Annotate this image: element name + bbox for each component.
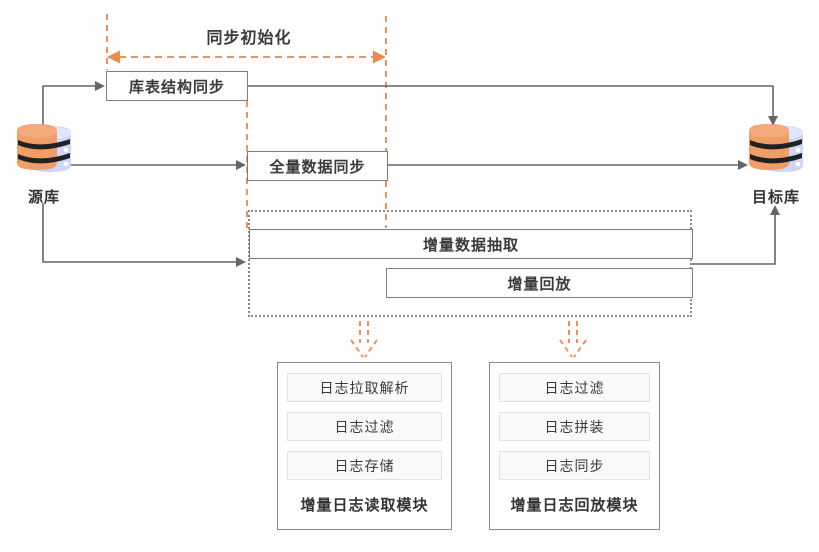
database-icon bbox=[17, 124, 71, 172]
arrowhead-into-target-bottom-icon bbox=[770, 205, 780, 215]
wire-schema-to-target bbox=[247, 85, 774, 117]
replayer-step-filter: 日志过滤 bbox=[499, 373, 650, 402]
replayer-step-assemble: 日志拼装 bbox=[499, 412, 650, 441]
incremental-extract-box: 增量数据抽取 bbox=[249, 229, 693, 259]
phase-span-right-arrowhead-icon bbox=[373, 50, 386, 64]
reader-step-filter: 日志过滤 bbox=[287, 412, 442, 441]
database-icon bbox=[749, 124, 803, 172]
schema-sync-box: 库表结构同步 bbox=[106, 71, 248, 101]
log-reader-module-label: 增量日志读取模块 bbox=[300, 497, 429, 514]
wire-replay-to-target bbox=[692, 214, 776, 265]
source-database-label: 源库 bbox=[27, 189, 60, 206]
target-database-label: 目标库 bbox=[751, 189, 800, 206]
arrowhead-into-schema-icon bbox=[95, 81, 105, 91]
dashed-down-arrow-to-reader-icon bbox=[350, 321, 378, 358]
log-reader-module: 日志拉取解析 日志过滤 日志存储 增量日志读取模块 bbox=[277, 362, 452, 530]
target-database: 目标库 bbox=[746, 124, 806, 207]
arrowhead-into-target-left-icon bbox=[738, 160, 748, 170]
source-database: 源库 bbox=[14, 124, 74, 207]
incremental-group-outline bbox=[248, 210, 692, 317]
gray-arrowheads bbox=[95, 81, 780, 267]
phase-span-left-arrowhead-icon bbox=[107, 50, 120, 64]
full-data-sync-box: 全量数据同步 bbox=[247, 151, 388, 181]
log-replayer-module: 日志过滤 日志拼装 日志同步 增量日志回放模块 bbox=[489, 362, 660, 530]
phase-boundary-dashed-lines bbox=[106, 14, 387, 228]
gray-connectors bbox=[42, 85, 776, 265]
arrowhead-into-target-top-icon bbox=[768, 116, 778, 126]
wire-source-to-extract bbox=[42, 203, 237, 263]
phase-label: 同步初始化 bbox=[206, 30, 292, 47]
dashed-down-arrow-to-replayer-icon bbox=[559, 321, 587, 358]
wire-source-to-schema bbox=[42, 85, 96, 128]
phase-span-arrow bbox=[107, 50, 386, 64]
arrowhead-into-full-icon bbox=[236, 160, 246, 170]
reader-step-store: 日志存储 bbox=[287, 451, 442, 480]
incremental-replay-box: 增量回放 bbox=[386, 268, 693, 298]
reader-step-pull-parse: 日志拉取解析 bbox=[287, 373, 442, 402]
arrowhead-into-extract-icon bbox=[236, 257, 246, 267]
replayer-step-sync: 日志同步 bbox=[499, 451, 650, 480]
log-replayer-module-label: 增量日志回放模块 bbox=[510, 497, 639, 514]
